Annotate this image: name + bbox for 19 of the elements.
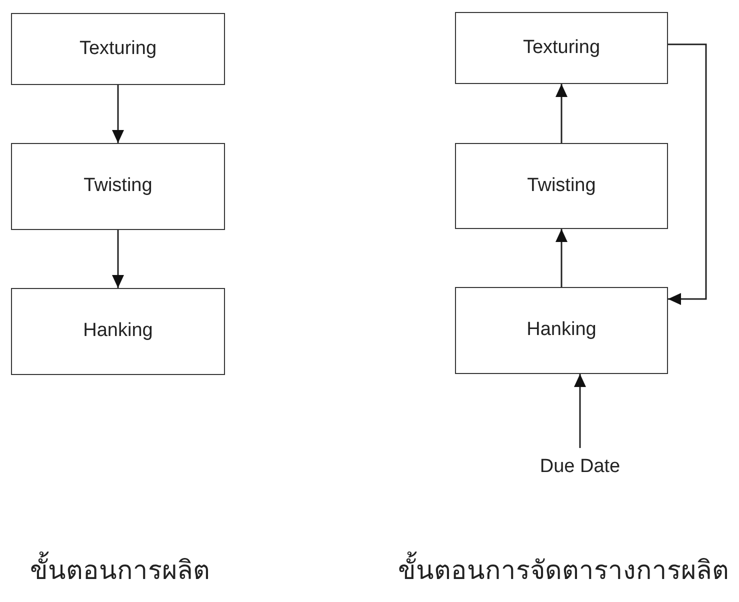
arrow	[556, 84, 568, 143]
arrow	[668, 44, 707, 305]
box-label: Hanking	[83, 319, 153, 344]
arrow	[112, 230, 124, 288]
box-label: Hanking	[526, 318, 596, 342]
arrow	[556, 229, 568, 287]
process-box	[455, 12, 668, 84]
text-label: Due Date	[520, 452, 640, 482]
process-box	[455, 143, 668, 229]
process-box	[11, 13, 225, 85]
arrow	[574, 374, 586, 448]
process-box	[11, 143, 225, 230]
box-label: Twisting	[84, 174, 152, 198]
process-box	[11, 288, 225, 375]
box-label: Texturing	[79, 36, 157, 61]
process-box	[455, 287, 668, 374]
box-label: Twisting	[527, 174, 596, 198]
arrow	[112, 85, 124, 143]
box-label: Texturing	[522, 36, 600, 60]
